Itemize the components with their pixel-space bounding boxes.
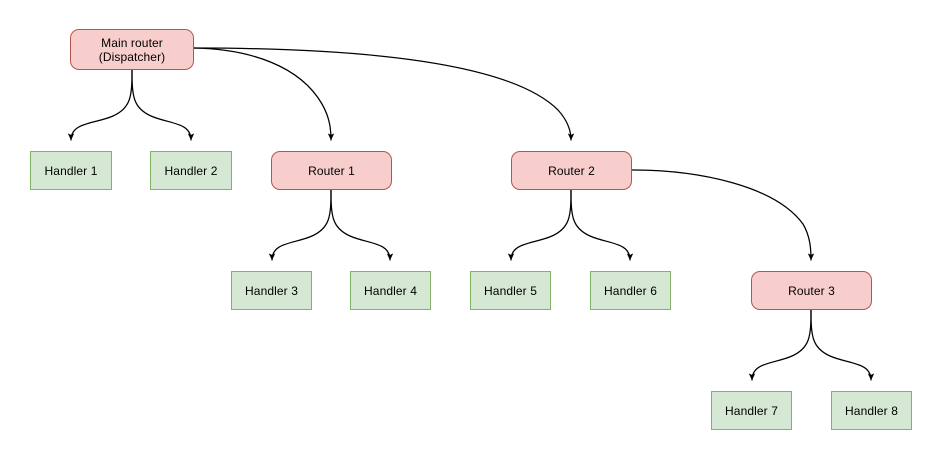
node-handler-4[interactable]: Handler 4 [350,271,431,310]
edge-main-router-to-router-1 [193,47,335,141]
edge-main-router-to-handler-2 [131,69,195,141]
node-main-router[interactable]: Main router (Dispatcher) [70,29,194,70]
edge-main-router-to-handler-1 [67,69,133,141]
edge-router-3-to-handler-8 [810,309,875,381]
node-label: Handler 3 [245,283,298,298]
node-handler-6[interactable]: Handler 6 [590,271,671,310]
node-handler-5[interactable]: Handler 5 [470,271,551,310]
edge-router-3-to-handler-7 [748,309,812,381]
node-handler-1[interactable]: Handler 1 [30,151,112,190]
node-label: Handler 1 [44,163,98,178]
node-label: Router 2 [548,163,595,178]
node-label: Router 1 [308,163,355,178]
node-router-3[interactable]: Router 3 [751,271,872,310]
node-label: Handler 4 [364,283,417,298]
edge-main-router-to-router-2 [193,47,575,141]
node-router-2[interactable]: Router 2 [511,151,632,190]
node-label: Handler 8 [845,403,898,418]
node-handler-8[interactable]: Handler 8 [831,391,912,430]
edge-router-1-to-handler-3 [268,189,332,261]
edge-router-2-to-router-3 [631,169,815,261]
node-handler-2[interactable]: Handler 2 [150,151,232,190]
node-label: Handler 2 [164,163,218,178]
edge-router-2-to-handler-6 [570,189,634,261]
node-label: Handler 7 [725,403,778,418]
edge-router-2-to-handler-5 [507,189,572,261]
node-label: Handler 6 [604,283,657,298]
node-handler-3[interactable]: Handler 3 [231,271,312,310]
node-label: Handler 5 [484,283,537,298]
node-label: Router 3 [788,283,835,298]
node-handler-7[interactable]: Handler 7 [711,391,792,430]
node-label: Main router (Dispatcher) [98,35,166,64]
node-router-1[interactable]: Router 1 [271,151,392,190]
edge-router-1-to-handler-4 [330,189,394,261]
